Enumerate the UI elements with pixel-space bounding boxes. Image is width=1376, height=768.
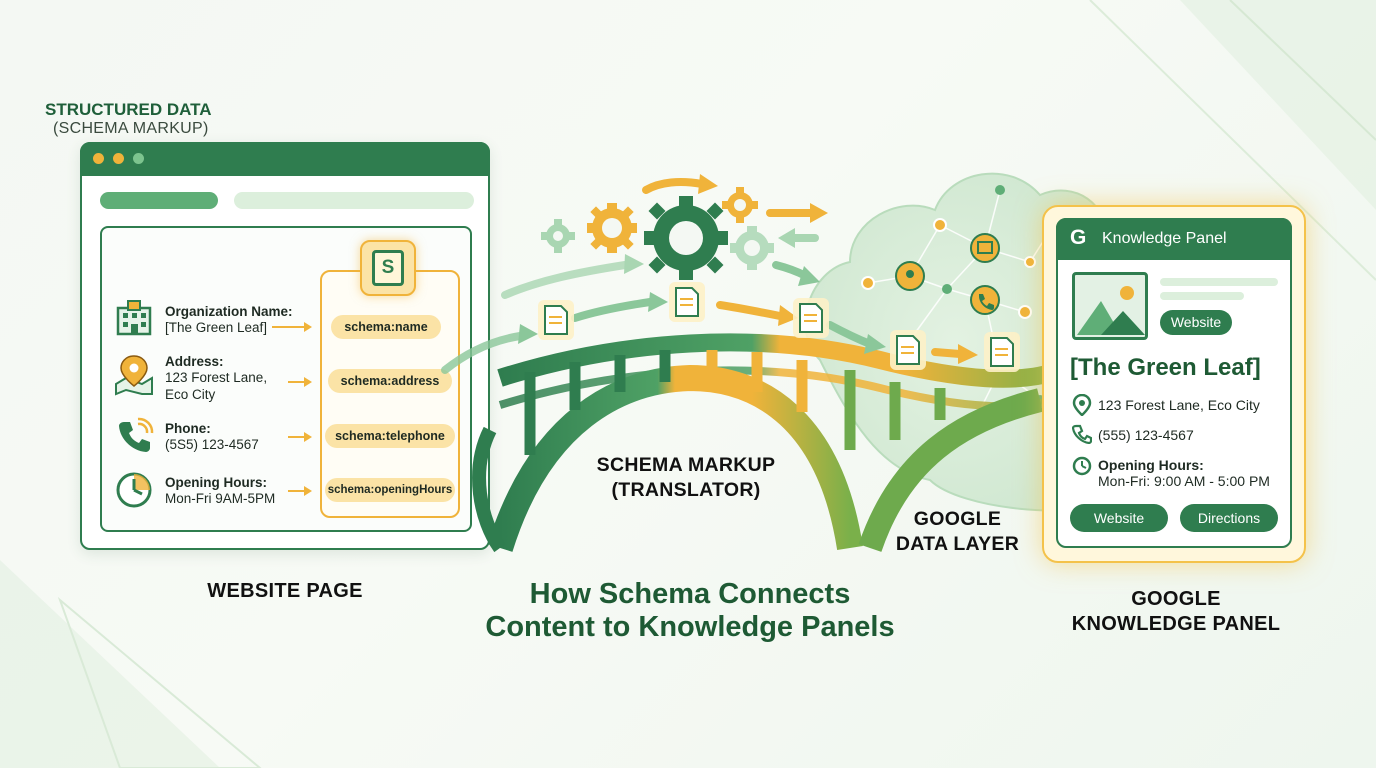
document-icon: [793, 298, 829, 338]
knowledge-panel-label-line1: GOOGLE: [1131, 588, 1221, 610]
schema-column: [320, 270, 460, 518]
field-value-hours: Mon-Fri 9AM-5PM: [165, 491, 276, 506]
data-layer-label-line1: GOOGLE: [913, 508, 1002, 530]
field-label-hours: Opening Hours:: [165, 475, 267, 490]
field-arrow: [288, 377, 312, 387]
website-button[interactable]: Website: [1070, 504, 1168, 532]
field-value-phone: (5S5) 123-4567: [165, 437, 259, 452]
phone-icon: [1072, 424, 1092, 444]
flow-arrowheads: [518, 174, 978, 364]
knowledge-panel-card: G Knowledge Panel Website [The Green Lea…: [1056, 218, 1292, 548]
main-title-line1: How Schema Connects: [529, 578, 851, 610]
knowledge-panel-header: G Knowledge Panel: [1056, 218, 1292, 260]
building-node-icon: [970, 233, 1000, 263]
window-dot-icon: [133, 153, 144, 164]
text-placeholder-bar: [1160, 292, 1244, 300]
website-page-label: WEBSITE PAGE: [207, 580, 363, 602]
location-pin-icon: [1072, 394, 1092, 416]
business-name: [The Green Leaf]: [1070, 354, 1261, 381]
schema-pill-address: schema:address: [328, 369, 452, 393]
map-pin-icon: [115, 355, 153, 396]
gear-icon: [644, 196, 728, 280]
translator-label-line1: SCHEMA MARKUP: [596, 454, 776, 476]
data-layer-label-line2: DATA LAYER: [895, 533, 1020, 555]
clock-icon: [116, 472, 152, 508]
field-arrow: [288, 486, 312, 496]
document-icon: [984, 332, 1020, 372]
schema-icon-letter: S: [372, 250, 404, 286]
field-value-address-2: Eco City: [165, 387, 216, 402]
browser-title-bar: [80, 142, 490, 176]
field-arrow: [288, 432, 312, 442]
google-data-cloud: [804, 172, 1107, 512]
phone-icon: [119, 417, 154, 452]
field-value-organization: [The Green Leaf]: [165, 320, 268, 335]
schema-bridge: [472, 333, 1064, 553]
phone-node-icon: [970, 285, 1000, 315]
window-dot-icon: [93, 153, 104, 164]
field-arrow: [272, 322, 312, 332]
document-icon: [669, 282, 705, 322]
kp-hours-label: Opening Hours:: [1098, 457, 1204, 473]
nav-placeholder-bar: [100, 192, 218, 209]
website-chip[interactable]: Website: [1160, 310, 1232, 335]
kp-address: 123 Forest Lane, Eco City: [1098, 397, 1260, 413]
window-dot-icon: [113, 153, 124, 164]
field-label-address: Address:: [165, 354, 224, 369]
knowledge-panel-label-line2: KNOWLEDGE PANEL: [1071, 613, 1281, 635]
clock-icon: [1072, 456, 1092, 476]
text-placeholder-bar: [1160, 278, 1278, 286]
structured-data-subtitle: (SCHEMA MARKUP): [53, 120, 209, 137]
main-title-line2: Content to Knowledge Panels: [485, 611, 895, 643]
translator-label-line2: (TRANSLATOR): [611, 479, 761, 501]
image-placeholder-icon: [1072, 272, 1148, 340]
kp-phone: (555) 123-4567: [1098, 427, 1194, 443]
knowledge-panel-title: Knowledge Panel: [1102, 230, 1227, 247]
website-page-card: [80, 142, 490, 550]
mountain-image-icon: [1077, 286, 1145, 335]
gear-icon: [587, 203, 637, 253]
directions-button[interactable]: Directions: [1180, 504, 1278, 532]
document-icon: [890, 330, 926, 370]
schema-pill-telephone: schema:telephone: [325, 424, 455, 448]
gear-icon: [722, 187, 758, 223]
kp-hours-value: Mon-Fri: 9:00 AM - 5:00 PM: [1098, 473, 1270, 489]
schema-file-icon: S: [360, 240, 416, 296]
structured-data-title: STRUCTURED DATA: [45, 100, 212, 119]
building-icon: [116, 300, 152, 336]
field-label-organization: Organization Name:: [165, 304, 293, 319]
nav-placeholder-bar: [234, 192, 474, 209]
google-g-icon: G: [1070, 226, 1087, 249]
schema-pill-opening-hours: schema:openingHours: [325, 478, 455, 502]
gear-icon: [730, 226, 774, 270]
gear-icon: [541, 219, 575, 253]
schema-pill-name: schema:name: [331, 315, 441, 339]
field-label-phone: Phone:: [165, 421, 211, 436]
field-value-address: 123 Forest Lane,: [165, 370, 268, 385]
document-icon: [538, 300, 574, 340]
